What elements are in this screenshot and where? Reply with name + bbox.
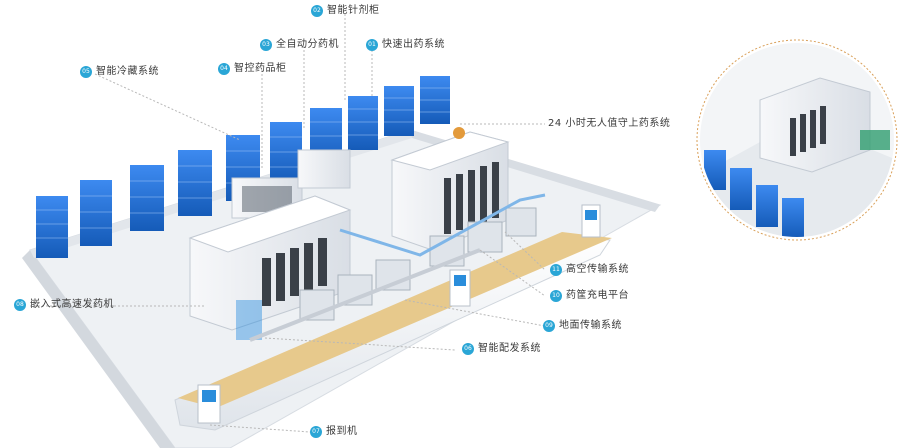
callout-label: 24 小时无人值守上药系统: [548, 118, 671, 129]
callout-overhead-transport: 11 高空传输系统: [550, 264, 629, 276]
callout-label: 快速出药系统: [382, 39, 445, 50]
inset-detail: [700, 43, 894, 237]
callout-number-badge: 05: [80, 66, 92, 78]
callout-label: 地面传输系统: [559, 320, 622, 331]
callout-label: 全自动分药机: [276, 39, 339, 50]
callout-number-badge: 09: [543, 320, 555, 332]
inset-shelves: [704, 150, 804, 237]
callout-injection-cabinet: 02 智能针剂柜: [311, 5, 380, 17]
callout-unattended-loading: 24 小时无人值守上药系统: [548, 118, 670, 130]
callout-number-badge: 03: [260, 39, 272, 51]
focus-dot: [453, 127, 465, 139]
callout-number-badge: 06: [462, 343, 474, 355]
callout-smart-distribution: 06 智能配发系统: [462, 343, 541, 355]
callout-number-badge: 07: [310, 426, 322, 438]
callout-label: 智能冷藏系统: [96, 66, 159, 77]
ground-conveyor: [249, 248, 481, 342]
counter-wood-top: [178, 232, 612, 408]
check-in-kiosk-right: [581, 204, 601, 238]
callout-embedded-dispenser: 08 嵌入式高速发药机: [14, 299, 114, 311]
callout-number-badge: 11: [550, 264, 562, 276]
callout-fast-dispense: 01 快速出药系统: [366, 39, 445, 51]
callout-label: 嵌入式高速发药机: [30, 299, 114, 310]
callout-smart-cabinet: 04 智控药品柜: [218, 63, 287, 75]
overhead-conveyor: [339, 193, 546, 257]
callout-number-badge: 01: [366, 39, 378, 51]
floor-edge: [22, 250, 175, 448]
check-in-kiosk-front: [197, 384, 221, 424]
conveyor-baskets: [299, 207, 537, 321]
callout-label: 报到机: [326, 426, 358, 437]
callout-check-in-kiosk: 07 报到机: [310, 426, 358, 438]
callout-label: 智能配发系统: [478, 343, 541, 354]
callout-number-badge: 08: [14, 299, 26, 311]
callout-auto-dispenser: 03 全自动分药机: [260, 39, 339, 51]
callout-label: 药筐充电平台: [566, 290, 629, 301]
callout-cold-storage: 05 智能冷藏系统: [80, 66, 159, 78]
check-in-kiosk-mid: [449, 269, 471, 307]
callout-ground-transport: 09 地面传输系统: [543, 320, 622, 332]
callout-label: 高空传输系统: [566, 264, 629, 275]
auto-dispenser: [297, 149, 351, 189]
callout-basket-charging: 10 药筐充电平台: [550, 290, 629, 302]
callout-label: 智控药品柜: [234, 63, 287, 74]
callout-label: 智能针剂柜: [327, 5, 380, 16]
callout-number-badge: 10: [550, 290, 562, 302]
callout-number-badge: 02: [311, 5, 323, 17]
leader-lines: [30, 14, 546, 433]
shelf-grid-lines: [36, 87, 450, 239]
callout-number-badge: 04: [218, 63, 230, 75]
